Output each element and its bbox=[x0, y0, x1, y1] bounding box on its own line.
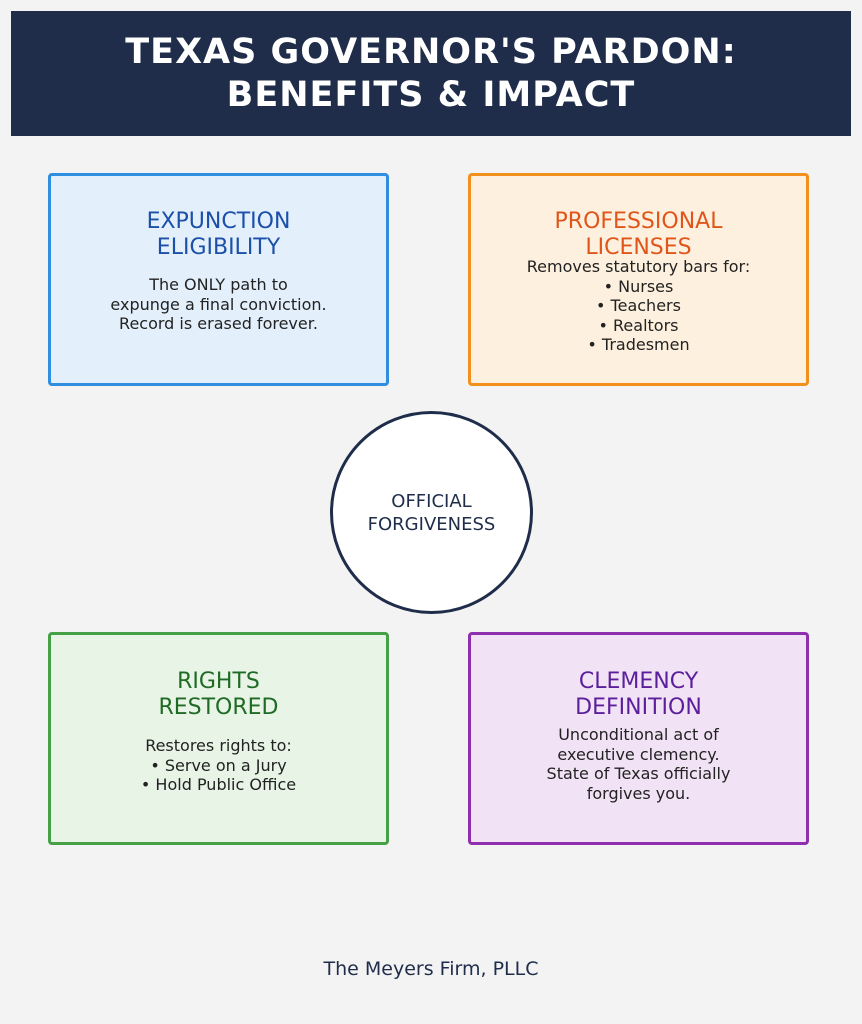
card-body: The ONLY path to expunge a final convict… bbox=[110, 275, 327, 333]
header-banner: TEXAS GOVERNOR'S PARDON:BENEFITS & IMPAC… bbox=[11, 11, 851, 136]
card-title: RIGHTS RESTORED bbox=[158, 669, 279, 720]
card-expunction-eligibility: EXPUNCTION ELIGIBILITY The ONLY path to … bbox=[48, 173, 389, 386]
card-professional-licenses: PROFESSIONAL LICENSES Removes statutory … bbox=[468, 173, 809, 386]
card-body: Restores rights to: • Serve on a Jury • … bbox=[140, 736, 297, 794]
card-clemency-definition: CLEMENCY DEFINITION Unconditional act of… bbox=[468, 632, 809, 845]
page-title: TEXAS GOVERNOR'S PARDON:BENEFITS & IMPAC… bbox=[125, 31, 736, 117]
card-body: Unconditional act of executive clemency.… bbox=[546, 725, 731, 803]
center-circle-official-forgiveness: OFFICIAL FORGIVENESS bbox=[330, 411, 533, 614]
title-line-1: TEXAS GOVERNOR'S PARDON: bbox=[125, 31, 737, 72]
card-body: Removes statutory bars for: • Nurses • T… bbox=[526, 257, 751, 354]
title-line-2: BENEFITS & IMPACT bbox=[226, 74, 636, 115]
footer-firm-name: The Meyers Firm, PLLC bbox=[323, 958, 539, 980]
card-rights-restored: RIGHTS RESTORED Restores rights to: • Se… bbox=[48, 632, 389, 845]
card-title: CLEMENCY DEFINITION bbox=[575, 669, 702, 720]
card-title: EXPUNCTION ELIGIBILITY bbox=[146, 209, 291, 260]
card-title: PROFESSIONAL LICENSES bbox=[554, 209, 723, 260]
